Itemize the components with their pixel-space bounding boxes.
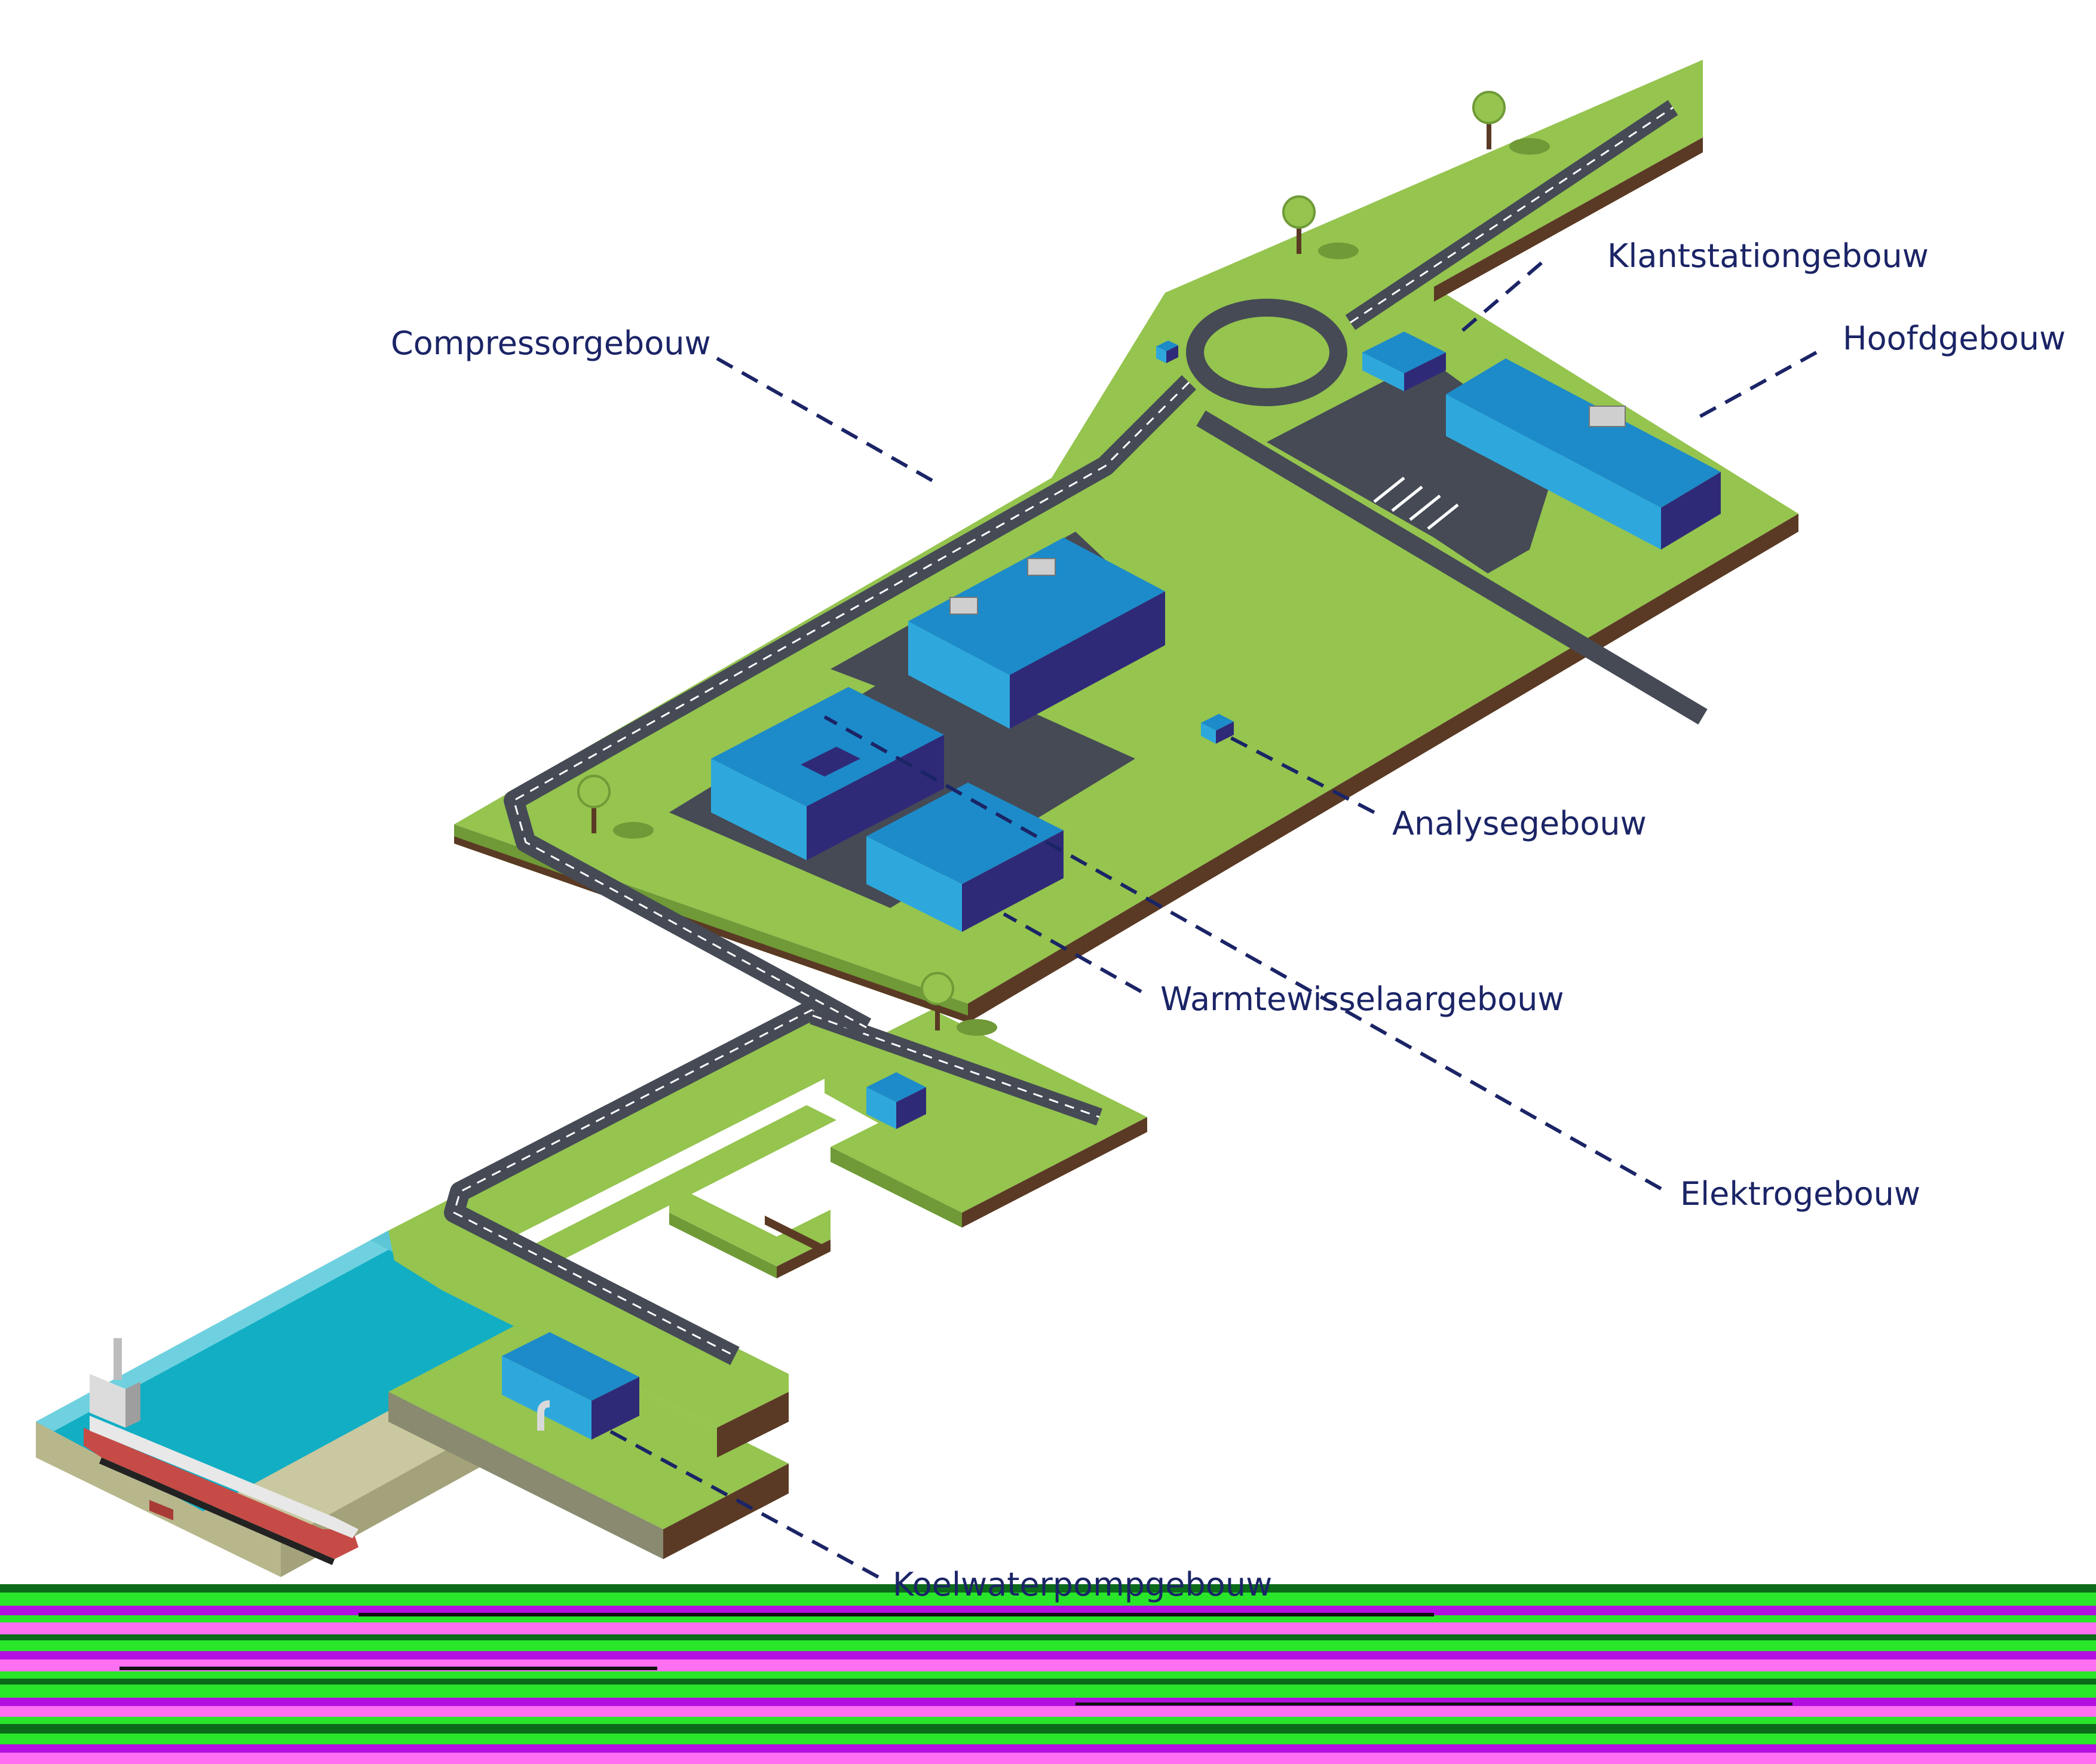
label-compressorgebouw: Compressorgebouw bbox=[391, 324, 711, 362]
tree-icon bbox=[1282, 195, 1359, 259]
elektro-side-building bbox=[866, 783, 1064, 932]
hvac-fan-icon bbox=[1589, 406, 1626, 427]
elektro-building bbox=[866, 1072, 926, 1129]
road-strip-lower bbox=[388, 1000, 890, 1458]
tree-icon bbox=[577, 775, 654, 839]
label-elektrogebouw: Elektrogebouw bbox=[1680, 1175, 1921, 1213]
leader-klantstation bbox=[1457, 261, 1543, 336]
elektro-peninsula bbox=[809, 1007, 1147, 1228]
leader-warmte bbox=[1003, 912, 1142, 993]
leader-elektro bbox=[823, 715, 1662, 1191]
tree-icon bbox=[921, 972, 997, 1036]
image-corruption-band bbox=[0, 1584, 2096, 1764]
leader-compressor bbox=[716, 357, 939, 486]
hvac-fan-icon bbox=[949, 597, 978, 615]
cooling-water-pump-building bbox=[502, 1332, 639, 1440]
roundabout bbox=[1186, 299, 1347, 406]
label-klantstationgebouw: Klantstationgebouw bbox=[1607, 237, 1929, 275]
main-office-building bbox=[1446, 358, 1721, 550]
hvac-fan-icon bbox=[1027, 558, 1056, 576]
small-kiosk-north bbox=[1156, 340, 1178, 363]
leader-hoofd bbox=[1696, 351, 1818, 420]
leader-koelwater bbox=[602, 1426, 880, 1579]
customer-station-building bbox=[1362, 332, 1446, 391]
analysis-building bbox=[1201, 714, 1234, 744]
label-koelwaterpompgebouw: Koelwaterpompgebouw bbox=[893, 1566, 1273, 1603]
tree-icon bbox=[1472, 91, 1550, 155]
label-analysegebouw: Analysegebouw bbox=[1392, 805, 1647, 842]
label-hoofdgebouw: Hoofdgebouw bbox=[1843, 320, 2066, 357]
ship-icon bbox=[84, 1338, 358, 1565]
label-warmtewisselaargebouw: Warmtewisselaargebouw bbox=[1160, 980, 1564, 1018]
main-platform bbox=[454, 60, 1798, 1036]
pipe-icon bbox=[537, 1400, 550, 1431]
ship-cargo-hatch bbox=[149, 1500, 173, 1521]
compressor-building bbox=[908, 538, 1165, 729]
leader-lines bbox=[602, 261, 1818, 1579]
